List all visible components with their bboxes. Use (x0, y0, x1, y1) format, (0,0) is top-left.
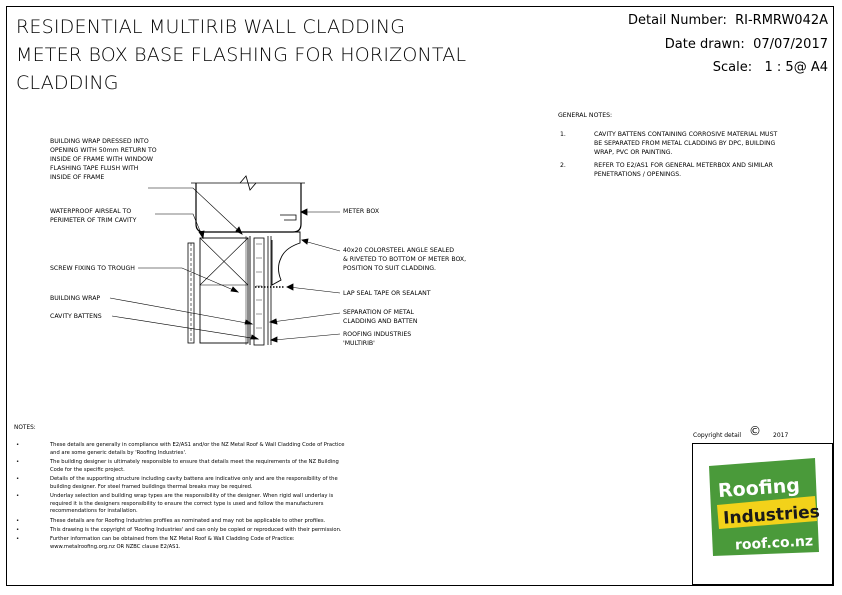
label-angle-1: 40x20 COLORSTEEL ANGLE SEALED (343, 247, 455, 254)
scale: Scale: 1 : 5@ A4 (713, 60, 828, 75)
general-note-2-line-2: PENETRATIONS / OPENINGS. (594, 171, 682, 178)
label-lap-seal: LAP SEAL TAPE OR SEALANT (343, 290, 431, 297)
general-note-2-line-1: REFER TO E2/AS1 FOR GENERAL METERBOX AND… (594, 162, 773, 169)
detail-number-value: RI-RMRW042A (735, 13, 828, 28)
detail-number-label: Detail Number: (628, 13, 727, 28)
title-line-3: CLADDING (16, 72, 119, 94)
label-separation-1: SEPARATION OF METAL (343, 309, 414, 316)
label-building-wrap-dressed-2: OPENING WITH 50mm RETURN TO (50, 147, 157, 154)
break-line-top (239, 175, 257, 191)
notes-item-3-line-2: building designer. For steel framed buil… (50, 483, 253, 490)
general-notes-heading: GENERAL NOTES: (558, 112, 613, 119)
logo-url: roof.co.nz (735, 533, 814, 553)
notes-item-2: The building designer is ultimately resp… (50, 459, 339, 474)
notes-item-4: Underlay selection and building wrap typ… (50, 493, 333, 516)
logo-box: Roofing Industries roof.co.nz (692, 443, 833, 585)
date-drawn-value: 07/07/2017 (753, 37, 828, 52)
label-cavity-battens: CAVITY BATTENS (50, 313, 102, 320)
scale-label: Scale: (712, 60, 753, 75)
label-roofing-multirib-1: ROOFING INDUSTRIES (343, 331, 412, 338)
notes-bullet-1: • (16, 442, 20, 448)
label-angle-2: & RIVETED TO BOTTOM OF METER BOX, (343, 256, 467, 263)
label-separation-2: CLADDING AND BATTEN (343, 318, 418, 325)
label-waterproof-airseal-1: WATERPROOF AIRSEAL TO (50, 208, 132, 215)
notes-item-5-line-1: These details are for Roofing Industries… (50, 518, 326, 524)
general-note-1-num: 1. (560, 131, 566, 138)
notes-item-4-line-2: required it is the designers responsibil… (50, 500, 324, 507)
notes-item-2-line-2: Code for the specific project. (50, 466, 125, 473)
label-building-wrap-dressed-3: INSIDE OF FRAME WITH WINDOW (50, 156, 153, 163)
notes-bullet-7: • (16, 536, 20, 542)
notes-heading: NOTES: (14, 425, 36, 431)
label-roofing-multirib-2: 'MULTIRIB' (343, 340, 375, 347)
notes-item-3-line-1: Details of the supporting structure incl… (50, 476, 338, 482)
notes-item-1-line-1: These details are generally in complianc… (50, 442, 345, 448)
notes-item-7-line-2: www.metalroofing.org.nz OR NZBC clause E… (50, 543, 181, 550)
notes-item-2-line-1: The building designer is ultimately resp… (50, 459, 339, 465)
label-building-wrap-dressed-1: BUILDING WRAP DRESSED INTO (50, 138, 149, 145)
general-note-1-line-3: WRAP, PVC OR PAINTING. (594, 149, 673, 156)
notes-item-4-line-3: recommendations for installation. (50, 508, 138, 514)
notes-item-6-line-1: This drawing is the copyright of 'Roofin… (50, 527, 342, 533)
notes-bullet-5: • (16, 518, 20, 524)
notes-item-1: These details are generally in complianc… (50, 442, 344, 457)
cavity-batten (253, 237, 265, 346)
logo-yellow-band (717, 496, 817, 529)
roofing-industries-logo: Roofing Industries roof.co.nz (709, 458, 821, 556)
drawing-frame (6, 6, 834, 586)
label-screw-fixing: SCREW FIXING TO TROUGH (50, 265, 135, 272)
notes-bullet-4: • (16, 493, 20, 499)
notes-item-4-line-1: Underlay selection and building wrap typ… (50, 493, 334, 499)
trimmer (199, 237, 249, 344)
date-drawn: Date drawn: 07/07/2017 (665, 37, 828, 52)
notes-bullet-6: • (16, 527, 20, 533)
meter-box-outline (195, 183, 302, 233)
notes-item-6: This drawing is the copyright of 'Roofin… (50, 527, 342, 535)
notes-item-5: These details are for Roofing Industries… (50, 518, 325, 526)
scale-value: 1 : 5@ A4 (764, 60, 828, 75)
notes-item-1-line-2: and are some generic details by 'Roofing… (50, 449, 187, 456)
general-note-1-line-2: BE SEPARATED FROM METAL CLADDING BY DPC,… (594, 140, 776, 147)
label-building-wrap: BUILDING WRAP (50, 295, 101, 302)
general-note-1-line-1: CAVITY BATTENS CONTAINING CORROSIVE MATE… (594, 131, 778, 138)
multirib-cladding (267, 236, 272, 345)
notes-bullet-2: • (16, 459, 20, 465)
notes-item-7-line-1: Further information can be obtained from… (50, 536, 295, 542)
label-angle-3: POSITION TO SUIT CLADDING. (343, 265, 436, 272)
label-building-wrap-dressed-5: INSIDE OF FRAME (50, 174, 105, 181)
notes-item-3: Details of the supporting structure incl… (50, 476, 338, 491)
general-note-2-num: 2. (560, 162, 566, 169)
copyright-year: 2017 (773, 432, 789, 439)
label-waterproof-airseal-2: PERIMETER OF TRIM CAVITY (50, 217, 137, 224)
copyright-symbol: © (749, 424, 761, 438)
title-line-1: RESIDENTIAL MULTIRIB WALL CLADDING (16, 16, 406, 38)
notes-bullet-3: • (16, 476, 20, 482)
date-drawn-label: Date drawn: (664, 37, 745, 52)
title-line-2: METER BOX BASE FLASHING FOR HORIZONTAL (16, 44, 467, 66)
copyright-text: Copyright detail (693, 432, 742, 439)
label-building-wrap-dressed-4: FLASHING TAPE FLUSH WITH (50, 165, 139, 172)
detail-number: Detail Number: RI-RMRW042A (628, 13, 828, 28)
label-meter-box: METER BOX (343, 208, 380, 215)
notes-item-7: Further information can be obtained from… (50, 536, 295, 551)
angle-flashing (264, 231, 301, 286)
